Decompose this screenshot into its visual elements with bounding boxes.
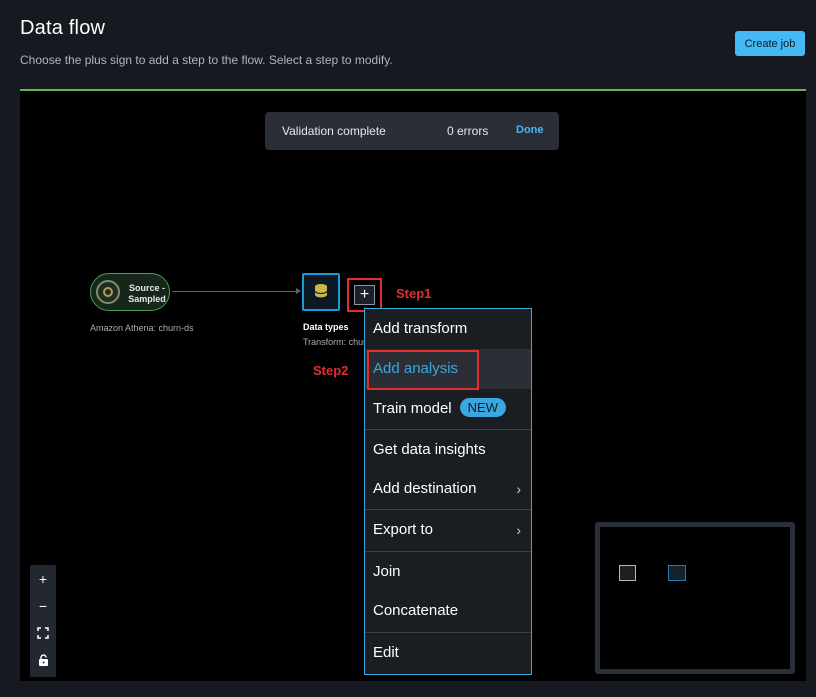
lock-button[interactable]: [30, 647, 56, 674]
data-types-node[interactable]: [302, 273, 340, 311]
menu-item-edit[interactable]: Edit: [365, 632, 531, 672]
flow-canvas[interactable]: Validation complete 0 errors Done Source…: [20, 89, 806, 681]
menu-item-export-to[interactable]: Export to›: [365, 509, 531, 549]
menu-item-add-analysis[interactable]: Add analysis: [365, 349, 531, 390]
source-node[interactable]: Source - Sampled: [90, 273, 170, 311]
add-step-highlight: +: [347, 278, 382, 312]
step2-highlight-box: [367, 350, 479, 390]
flow-connector: [172, 291, 300, 292]
menu-item-get-data-insights[interactable]: Get data insights: [365, 429, 531, 469]
page-header: Data flow Choose the plus sign to add a …: [0, 0, 816, 90]
chevron-right-icon: ›: [516, 481, 521, 497]
fit-view-button[interactable]: [30, 620, 56, 647]
database-icon: [314, 284, 328, 299]
lock-icon: [38, 654, 48, 666]
chevron-right-icon: ›: [516, 522, 521, 538]
step2-annotation: Step2: [313, 363, 349, 378]
zoom-in-button[interactable]: +: [38, 571, 48, 587]
create-job-button[interactable]: Create job: [735, 31, 805, 56]
source-node-caption: Amazon Athena: churn-ds: [90, 323, 194, 333]
menu-item-add-transform[interactable]: Add transform: [373, 320, 468, 337]
menu-item-join[interactable]: Join: [365, 551, 531, 591]
validation-error-count: 0 errors: [447, 124, 489, 138]
source-node-label: Source - Sampled: [128, 283, 166, 304]
new-badge: NEW: [459, 397, 506, 417]
menu-item-concatenate[interactable]: Concatenate: [373, 602, 459, 619]
add-step-button[interactable]: +: [354, 285, 375, 305]
fit-view-icon: [37, 627, 49, 639]
zoom-out-button[interactable]: −: [38, 598, 48, 614]
validation-status: Validation complete: [282, 124, 386, 138]
connector-arrow-icon: [296, 288, 301, 294]
step1-annotation: Step1: [396, 286, 432, 301]
minimap[interactable]: [595, 522, 795, 674]
validation-done-link[interactable]: Done: [516, 124, 544, 136]
data-types-label: Data types: [303, 322, 349, 332]
page-subtitle: Choose the plus sign to add a step to th…: [20, 53, 393, 67]
minimap-source-node: [619, 565, 636, 581]
page-title: Data flow: [20, 17, 106, 39]
menu-item-add-destination[interactable]: Add destination›: [365, 469, 531, 509]
athena-icon: [96, 280, 120, 304]
validation-banner: Validation complete 0 errors Done: [265, 112, 559, 150]
minimap-data-types-node: [668, 565, 686, 581]
data-types-sub: Transform: churn-ds: [303, 337, 365, 347]
zoom-controls: + −: [30, 565, 56, 677]
